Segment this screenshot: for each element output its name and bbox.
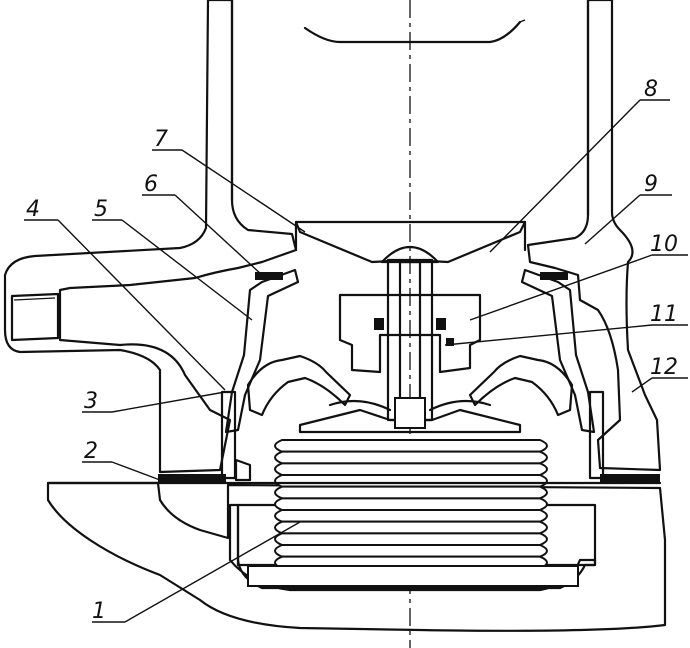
bellows-fold xyxy=(274,509,548,523)
callout-4: 4 xyxy=(26,197,40,222)
bellows-fold xyxy=(274,520,548,535)
upper-housing xyxy=(3,0,662,474)
bellows-base xyxy=(247,565,579,587)
stem-flange xyxy=(298,397,522,434)
callout-8: 8 xyxy=(644,77,658,102)
bellows-fold xyxy=(274,544,548,558)
inner-cap xyxy=(338,293,482,374)
diaphragm-assembly xyxy=(224,268,596,434)
callout-12: 12 xyxy=(650,355,678,380)
bellows-fold xyxy=(274,485,548,500)
bellows-fold xyxy=(274,532,548,546)
callout-labels: 1 2 3 4 5 6 7 8 9 10 11 12 xyxy=(26,77,678,624)
callout-10: 10 xyxy=(650,232,678,257)
bellows-fold xyxy=(274,497,548,511)
gasket xyxy=(46,474,662,485)
callout-1: 1 xyxy=(92,599,106,624)
seat-gasket xyxy=(255,272,568,280)
callout-3: 3 xyxy=(84,389,98,414)
callout-5: 5 xyxy=(94,197,108,222)
bellows-fold xyxy=(274,474,548,488)
callout-2: 2 xyxy=(84,439,98,464)
bellows-fold xyxy=(274,462,548,476)
clamp-ring xyxy=(220,390,605,482)
bellows xyxy=(247,439,579,587)
leader-lines xyxy=(24,99,688,623)
callout-11: 11 xyxy=(650,302,678,327)
callout-6: 6 xyxy=(144,172,158,197)
callout-9: 9 xyxy=(644,172,658,197)
bellows-fold xyxy=(274,439,548,453)
callout-7: 7 xyxy=(154,127,168,152)
bellows-fold xyxy=(274,450,548,465)
inlet-lug xyxy=(10,292,60,342)
